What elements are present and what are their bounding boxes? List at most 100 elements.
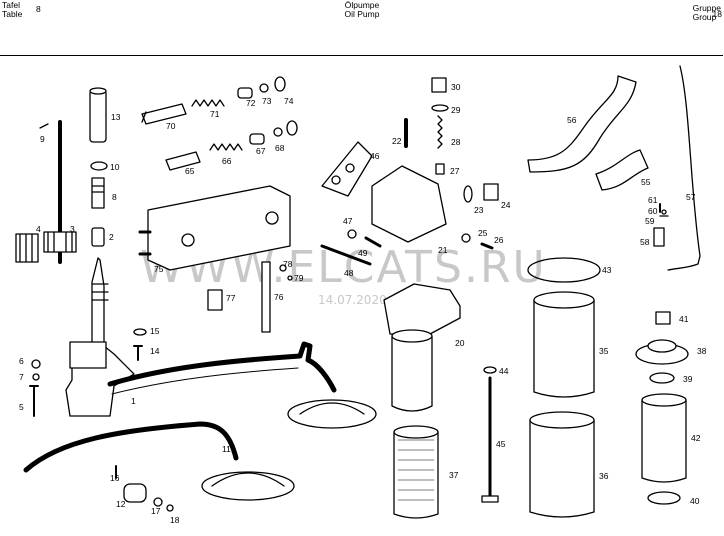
pin-part [39,123,49,129]
callout-5: 5 [19,402,24,412]
callout-71: 71 [210,109,220,119]
callout-21: 21 [438,245,448,255]
callout-30: 30 [451,82,461,92]
plunger-72 [237,87,253,99]
callout-15: 15 [150,326,160,336]
title-en: Oil Pump [344,9,380,19]
callout-13: 13 [111,112,121,122]
callout-27: 27 [450,166,460,176]
callout-8: 8 [112,192,117,202]
callout-49: 49 [358,248,368,258]
table-header: Tafel Table 8 [2,1,41,19]
washer-7 [32,373,40,381]
pump-body [65,257,135,417]
callout-47: 47 [343,216,353,226]
callout-12: 12 [116,499,126,509]
washer-74 [274,76,286,92]
washer-47 [347,229,357,239]
filter-element-37 [393,431,439,519]
callout-11: 11 [222,444,231,454]
filter-element-42 [641,399,687,483]
strap-76 [261,261,271,333]
pipe-11 [23,421,239,473]
callout-73: 73 [262,96,272,106]
callout-35: 35 [599,346,609,356]
nut-41 [655,311,671,325]
callout-56: 56 [567,115,577,125]
callout-59: 59 [645,216,655,226]
screw-78 [279,264,287,272]
callout-9: 9 [40,134,45,144]
callout-1: 1 [131,396,136,406]
callout-2: 2 [109,232,114,242]
callout-7: 7 [19,372,24,382]
callout-4: 4 [36,224,41,234]
pipe-56 [527,75,637,173]
union-24 [483,183,499,201]
diagram-frame [0,55,723,536]
strainer-lower [201,471,295,501]
seal-ring-43 [527,257,601,283]
screw-26 [480,242,494,250]
callout-79: 79 [294,273,304,283]
washer-74b [286,120,298,136]
callout-10: 10 [110,162,120,172]
group-label-de: Gruppe [692,3,721,13]
callout-36: 36 [599,471,609,481]
ring-29 [431,104,449,112]
spring-66 [209,143,243,151]
callout-25: 25 [478,228,488,238]
ring-73 [259,83,269,93]
callout-17: 17 [151,506,161,516]
callout-20: 20 [455,338,465,348]
filter-canister-35 [533,299,595,398]
callout-68: 68 [275,143,285,153]
group-label-en: Group [692,12,717,22]
callout-18: 18 [170,515,180,525]
filter-canister-36 [529,419,595,518]
valve-65 [165,151,201,171]
callout-60: 60 [648,206,658,216]
screw-14 [133,345,143,361]
callout-74: 74 [284,96,294,106]
table-label-en: Table [2,9,23,19]
gear-4 [15,233,39,263]
callout-55: 55 [641,177,651,187]
callout-22: 22 [392,136,402,146]
washer-15 [133,328,147,336]
callout-65: 65 [185,166,195,176]
callout-77: 77 [226,293,236,303]
gear-3 [43,231,77,253]
valve-plate-75 [147,185,291,271]
part-27 [435,163,445,175]
spring-71 [191,99,225,107]
callout-28: 28 [451,137,461,147]
washer-44 [483,366,497,374]
callout-37: 37 [449,470,459,480]
callout-70: 70 [166,121,176,131]
washer-17 [153,497,163,507]
callout-26: 26 [494,235,504,245]
callout-72: 72 [246,98,256,108]
nut-6 [31,359,41,369]
callout-39: 39 [683,374,693,384]
callout-44: 44 [499,366,509,376]
washer-25 [461,233,471,243]
spring-28 [437,115,443,149]
group-number: 18 [712,9,722,19]
callout-45: 45 [496,439,506,449]
screw-49 [364,236,382,248]
nut-30 [431,77,447,93]
table-number: 8 [36,4,41,14]
line-57 [667,65,701,271]
fitting-8 [91,177,105,209]
filter-head-21 [371,165,447,243]
callout-40: 40 [690,496,700,506]
washer-79 [287,275,293,281]
callout-46: 46 [370,151,380,161]
callout-75: 75 [154,264,164,274]
callout-57: 57 [686,192,696,202]
nut-18 [166,504,174,512]
ring-40 [647,491,681,505]
